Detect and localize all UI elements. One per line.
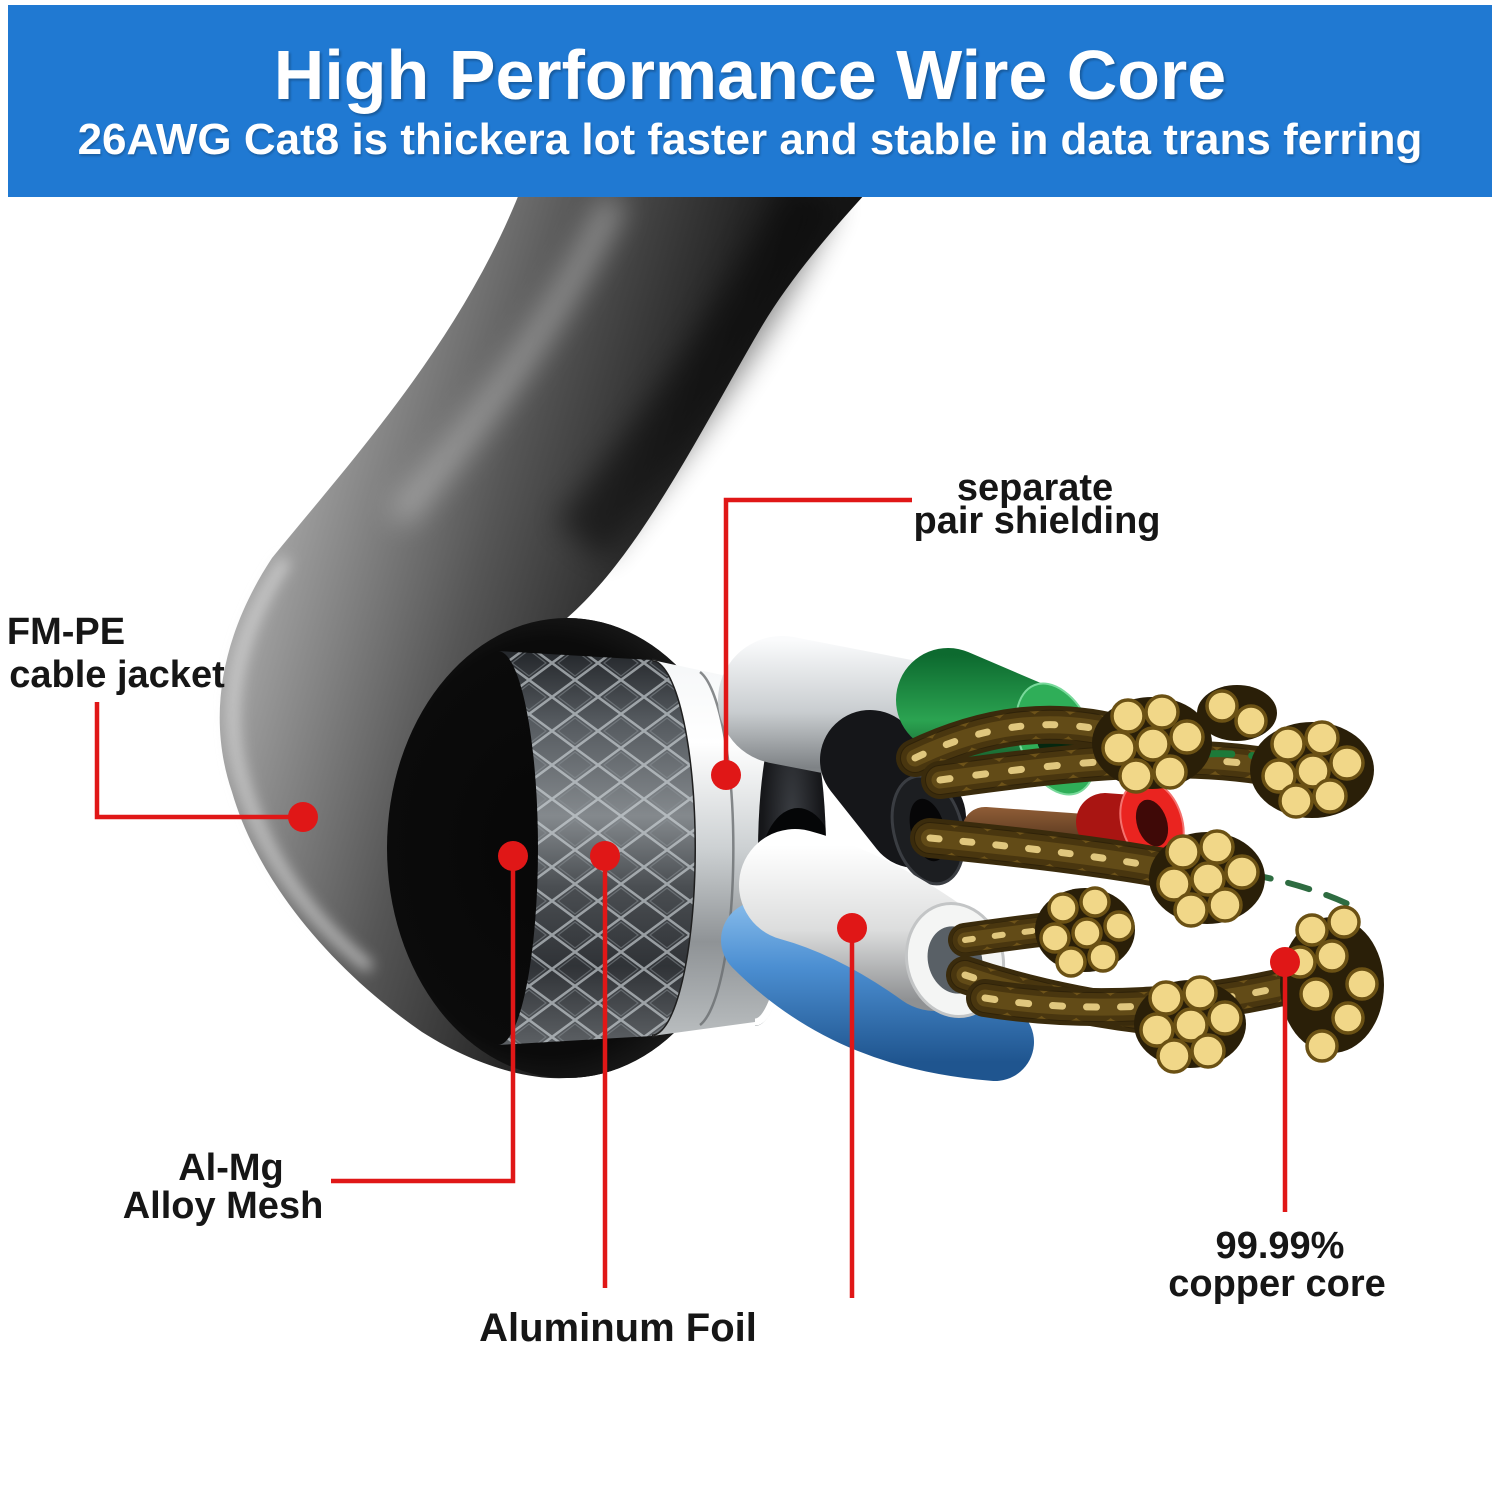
header-banner: High Performance Wire Core 26AWG Cat8 is… [8,5,1492,197]
callout-line-alloy-mesh [331,841,528,1184]
callout-dot-cable-jacket [288,802,318,832]
label-copper-core-line2: copper core [1168,1263,1386,1305]
callout-line-white-pair [837,913,867,1298]
label-pair-shielding-line1: separate [956,467,1114,509]
callout-line-cable-jacket [94,702,318,832]
label-pair-shielding-line2: pair shielding [913,500,1161,542]
label-copper-core-line1: 99.99% [1215,1225,1345,1267]
callout-dot-aluminum-foil [590,841,620,871]
callout-dot-white-pair [837,913,867,943]
callout-dot-pair-shielding [711,760,741,790]
strand-end-cluster [1250,720,1374,819]
callout-line-copper-core [1270,947,1300,1212]
callout-dot-copper-core [1270,947,1300,977]
label-alloy-mesh-line2: Alloy Mesh [122,1185,324,1227]
copper-strand-ends [1035,685,1384,1074]
label-alloy-mesh-line1: Al-Mg [178,1147,284,1189]
callout-line-pair-shielding [711,497,912,790]
page-subtitle: 26AWG Cat8 is thickera lot faster and st… [77,114,1423,164]
strand-end-cluster [1149,829,1265,928]
callout-dot-alloy-mesh [498,841,528,871]
callout-line-aluminum-foil [590,841,620,1288]
jacket-dark-edge [556,177,838,559]
callout-lines [94,497,1300,1298]
label-cable-jacket-line1: FM-PE [6,611,126,653]
jacket-left-rim-highlight [228,557,374,972]
strand-end-cluster [1035,886,1135,978]
strand-end-cluster [1280,905,1384,1063]
label-cable-jacket-line2: cable jacket [9,654,225,696]
label-aluminum-foil: Aluminum Foil [479,1306,757,1350]
blue-pair-body [721,901,1034,1081]
page-title: High Performance Wire Core [273,36,1227,115]
strand-end-cluster [1134,975,1246,1074]
foil-separation-line [699,671,735,1026]
jacket-highlight-streak [392,197,623,523]
strand-end-cluster [1092,685,1277,794]
